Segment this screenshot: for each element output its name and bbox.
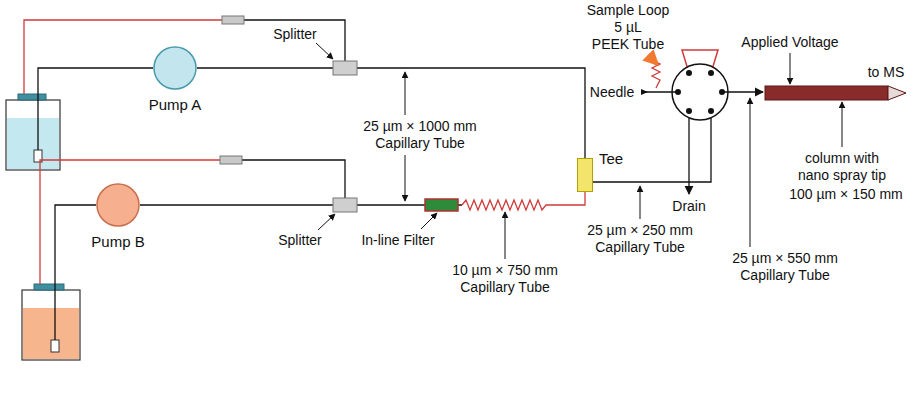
leader-arrow [421, 213, 437, 229]
solvent-a [7, 118, 59, 169]
callout-arrow [648, 55, 657, 64]
dimension-label: 25 µm × 550 mm Capillary Tube [715, 250, 855, 284]
part-label: PEEK Tube [568, 36, 688, 53]
column-body [765, 86, 888, 100]
capillary-connector [197, 68, 585, 158]
node-label: Pump A [131, 96, 219, 114]
drain-line [688, 111, 689, 194]
leader-arrow [790, 53, 791, 84]
dimension-label: 25 µm × 1000 mm Capillary Tube [350, 118, 490, 152]
split-line [24, 20, 222, 94]
valve-port [686, 70, 692, 76]
tee-fitting: Tee [577, 158, 593, 192]
pump-body [97, 184, 139, 226]
leader-arrow [640, 186, 641, 219]
pump-outline [96, 183, 140, 227]
pump-body [154, 47, 196, 89]
restrictor [222, 16, 244, 24]
inlet-filter [51, 340, 59, 352]
spray-tip [888, 86, 906, 100]
pump-circle: Pump B [96, 183, 140, 227]
part-label: 100 µm × 150 mm [786, 186, 906, 203]
valve-body [672, 64, 728, 120]
capillary-tube [593, 111, 711, 182]
bottle-b [22, 160, 345, 360]
leader-arrow [405, 72, 406, 115]
solvent-line [55, 205, 96, 340]
valve-port [686, 108, 692, 114]
capillary-tube [140, 204, 462, 205]
capillary-tube [462, 192, 585, 210]
node-label: Pump B [74, 233, 162, 251]
splitter-box [333, 198, 357, 212]
split-line [40, 160, 220, 284]
valve-port [708, 108, 714, 114]
valve-port [708, 70, 714, 76]
dimension-label: 25 µm × 250 mm Capillary Tube [570, 222, 710, 256]
leader-arrow [316, 43, 333, 59]
nano-column [765, 86, 906, 100]
restrictor [220, 156, 242, 164]
needle-tip [641, 89, 648, 95]
bottle-body [22, 290, 80, 360]
node-label: Tee [599, 150, 639, 168]
leader-lines [316, 43, 842, 259]
part-label: Splitter [260, 232, 340, 249]
bottle-cap [34, 284, 64, 290]
bottle-cap [18, 94, 46, 100]
solvent-b [23, 308, 79, 359]
leader-arrow [842, 102, 843, 147]
leader-arrow [505, 212, 506, 259]
dimension-label: 10 µm × 750 mm Capillary Tube [435, 262, 575, 296]
part-label: Applied Voltage [725, 34, 855, 51]
bottle-a [6, 20, 345, 170]
solvent-line [38, 68, 153, 150]
splitter-box [333, 61, 357, 75]
part-label: 5 µL [568, 19, 688, 36]
part-label: In-line Filter [348, 232, 448, 249]
pump-circle: Pump A [153, 46, 197, 90]
part-label: Needle [584, 84, 640, 101]
part-label: to MS [861, 64, 911, 81]
split-line [244, 20, 345, 61]
capillary-tube [197, 68, 585, 158]
leader-arrow [318, 214, 335, 230]
split-line [242, 160, 345, 198]
inline-filter [425, 199, 458, 211]
capillary-connector [140, 192, 585, 210]
part-label: Splitter [255, 26, 335, 43]
part-label: Sample Loop [568, 2, 688, 19]
leader-arrow [750, 98, 751, 247]
part-label: Drain [659, 198, 719, 215]
injection-valve [593, 50, 763, 194]
dimension-label: column with nano spray tip [792, 150, 892, 184]
leader-arrow [405, 155, 406, 201]
capillary-tube [722, 91, 763, 92]
pump-outline [153, 46, 197, 90]
